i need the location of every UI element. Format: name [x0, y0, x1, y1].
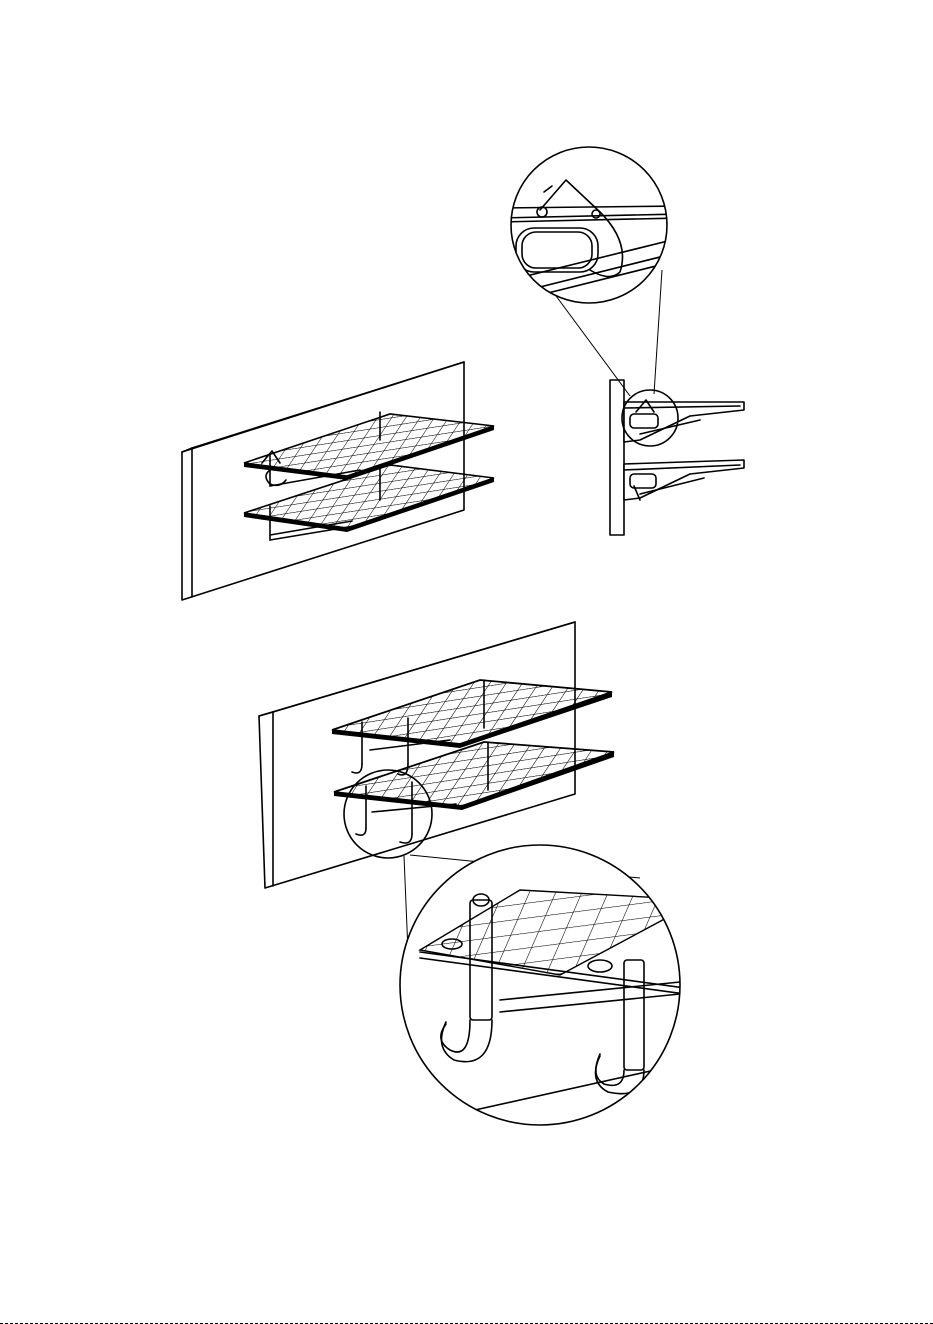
page-bottom-border — [0, 1320, 933, 1324]
top-right-detail-panel — [500, 147, 744, 535]
side-lower-bracket — [624, 460, 744, 500]
top-left-panel — [182, 362, 494, 600]
zoom-circle-bottom — [400, 845, 700, 1125]
side-upper-bracket — [622, 390, 744, 446]
zoom-circle-top — [500, 147, 680, 303]
bottom-panel — [259, 622, 700, 1125]
wall-section — [610, 380, 624, 535]
